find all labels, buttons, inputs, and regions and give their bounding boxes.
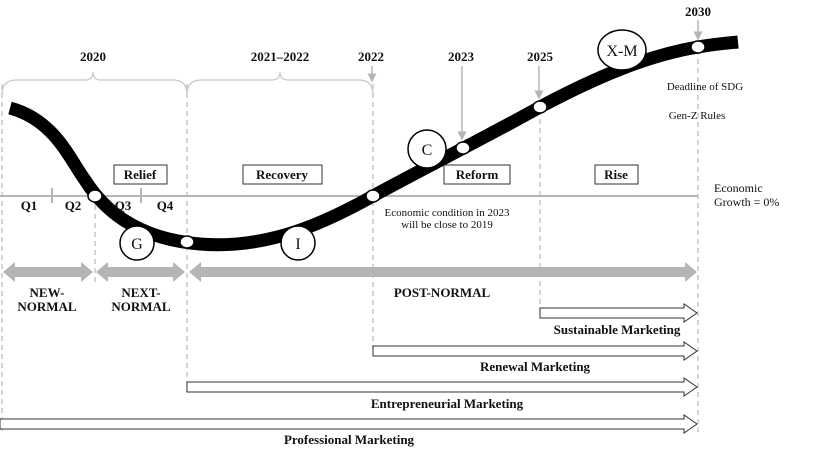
year-2025: 2025: [527, 49, 554, 64]
phase-relief-box: [113, 164, 168, 185]
era-post-normal: POST-NORMAL: [394, 285, 491, 300]
year-2020: 2020: [80, 49, 106, 64]
year-2021-2022: 2021–2022: [251, 49, 310, 64]
phase-recovery-box: [242, 164, 323, 185]
node-i: I: [295, 236, 300, 253]
growth-label-line2: Growth = 0%: [714, 195, 779, 209]
node-i-circle: [280, 225, 316, 261]
growth-label-line1: Economic: [714, 181, 763, 195]
node-c-circle: [407, 129, 447, 169]
era-new-normal-line2: NORMAL: [17, 299, 77, 314]
year-arrows: [367, 20, 703, 141]
node-g-circle: [119, 225, 155, 261]
node-c: C: [422, 142, 433, 159]
curve-points: [87, 40, 706, 249]
genz-note: Gen-Z Rules: [669, 110, 726, 122]
sdg-note: Deadline of SDG: [667, 81, 743, 93]
marketing-arrows: [0, 303, 698, 434]
phase-rise: Rise: [604, 167, 628, 182]
phase-rise-box: [594, 164, 639, 185]
phase-recovery: Recovery: [256, 167, 308, 182]
quarter-q4: Q4: [157, 198, 174, 213]
phase-relief: Relief: [124, 167, 157, 182]
renewal-marketing: Renewal Marketing: [480, 359, 591, 374]
year-braces: [1, 71, 374, 96]
year-2023: 2023: [448, 49, 475, 64]
era-new-normal-line1: NEW-: [30, 285, 65, 300]
node-xm-circle: [597, 29, 647, 71]
era-next-normal-line1: NEXT-: [121, 285, 160, 300]
dashed-guides: [1, 50, 699, 432]
phase-reform-box: [443, 164, 511, 185]
economic-curve: [8, 35, 739, 252]
quarter-q1: Q1: [21, 198, 38, 213]
era-next-normal-line2: NORMAL: [111, 299, 171, 314]
phase-reform: Reform: [456, 167, 499, 182]
year-2022: 2022: [358, 49, 384, 64]
quarter-q3: Q3: [115, 198, 132, 213]
node-g: G: [131, 236, 143, 253]
quarter-q2: Q2: [65, 198, 82, 213]
econ-note-line2: will be close to 2019: [401, 219, 493, 231]
year-2030: 2030: [685, 4, 711, 19]
sustainable-marketing: Sustainable Marketing: [554, 322, 681, 337]
econ-note-line1: Economic condition in 2023: [385, 207, 510, 219]
entrepreneurial-marketing: Entrepreneurial Marketing: [371, 396, 524, 411]
professional-marketing: Professional Marketing: [284, 432, 415, 447]
era-arrows: [3, 262, 697, 282]
node-xm: X-M: [606, 43, 637, 60]
